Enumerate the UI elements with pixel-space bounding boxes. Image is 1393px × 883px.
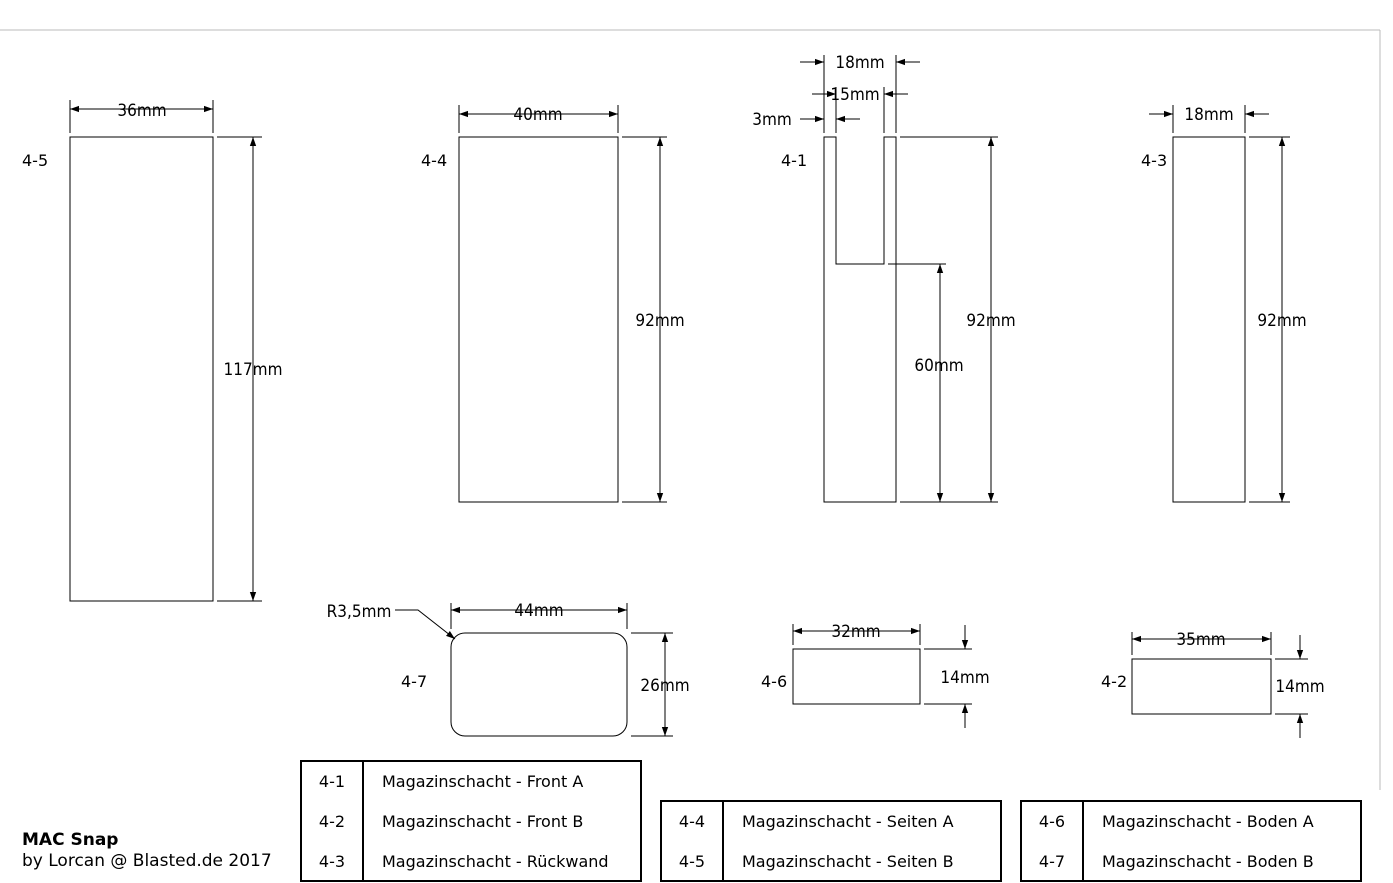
legend-divider xyxy=(722,802,724,880)
legend-id: 4-4 xyxy=(678,812,706,831)
legend-row: 4-7 Magazinschacht - Boden B xyxy=(1022,842,1360,882)
part-label: 4-2 xyxy=(1101,672,1127,691)
dim-label-height: 92mm xyxy=(966,311,1015,331)
dim-label-width: 35mm xyxy=(1176,630,1225,650)
part-4-3 xyxy=(1149,105,1290,503)
legend-id: 4-6 xyxy=(1038,812,1066,831)
part-label: 4-4 xyxy=(421,151,447,170)
part-label: 4-5 xyxy=(22,151,48,170)
legend-table-front: 4-1 Magazinschacht - Front A 4-2 Magazin… xyxy=(300,760,642,882)
legend-name: Magazinschacht - Rückwand xyxy=(382,852,609,871)
dim-label-width: 18mm xyxy=(835,53,884,73)
legend-divider xyxy=(362,762,364,880)
part-4-5 xyxy=(69,100,262,602)
part-4-4 xyxy=(458,105,667,503)
dim-label-width: 32mm xyxy=(831,622,880,642)
legend-id: 4-1 xyxy=(318,772,346,791)
part-4-1 xyxy=(800,55,998,503)
legend-name: Magazinschacht - Boden B xyxy=(1102,852,1314,871)
radius-leader xyxy=(395,609,456,640)
dim-label-offset: 3mm xyxy=(752,110,792,130)
legend-row: 4-4 Magazinschacht - Seiten A xyxy=(662,802,1000,842)
part-label: 4-7 xyxy=(401,672,427,691)
part-4-7 xyxy=(395,603,673,737)
legend-name: Magazinschacht - Boden A xyxy=(1102,812,1314,831)
part-4-6-outline xyxy=(792,648,921,705)
part-4-2 xyxy=(1131,632,1308,738)
dim-label-height: 117mm xyxy=(224,360,283,380)
legend-table-sides: 4-4 Magazinschacht - Seiten A 4-5 Magazi… xyxy=(660,800,1002,882)
legend-id: 4-2 xyxy=(318,812,346,831)
part-4-6 xyxy=(792,624,972,728)
legend-row: 4-2 Magazinschacht - Front B xyxy=(302,802,640,842)
legend-name: Magazinschacht - Front B xyxy=(382,812,584,831)
part-4-2-outline xyxy=(1131,658,1272,715)
part-4-1-outline xyxy=(823,136,897,503)
dim-label-height: 26mm xyxy=(640,676,689,696)
part-4-7-outline xyxy=(450,632,628,737)
dim-label-width: 18mm xyxy=(1184,105,1233,125)
part-label: 4-1 xyxy=(781,151,807,170)
part-label: 4-3 xyxy=(1141,151,1167,170)
legend-row: 4-5 Magazinschacht - Seiten B xyxy=(662,842,1000,882)
dim-label-radius: R3,5mm xyxy=(327,602,392,622)
legend-name: Magazinschacht - Seiten A xyxy=(742,812,954,831)
part-4-4-outline xyxy=(458,136,619,503)
dim-label-height: 14mm xyxy=(1275,677,1324,697)
dim-label-height: 14mm xyxy=(940,668,989,688)
credit-title: MAC Snap xyxy=(22,830,119,850)
part-4-5-outline xyxy=(69,136,214,602)
dim-label-width: 44mm xyxy=(514,601,563,621)
dim-label-slot-depth: 60mm xyxy=(914,356,963,376)
dim-label-width: 36mm xyxy=(117,101,166,121)
legend-name: Magazinschacht - Seiten B xyxy=(742,852,954,871)
legend-table-bottom: 4-6 Magazinschacht - Boden A 4-7 Magazin… xyxy=(1020,800,1362,882)
legend-divider xyxy=(1082,802,1084,880)
legend-id: 4-7 xyxy=(1038,852,1066,871)
legend-row: 4-1 Magazinschacht - Front A xyxy=(302,762,640,802)
dim-label-slot: 15mm xyxy=(830,85,879,105)
legend-id: 4-5 xyxy=(678,852,706,871)
legend-id: 4-3 xyxy=(318,852,346,871)
part-4-3-outline xyxy=(1172,136,1246,503)
legend-name: Magazinschacht - Front A xyxy=(382,772,584,791)
credit-byline: by Lorcan @ Blasted.de 2017 xyxy=(22,851,272,871)
legend-row: 4-3 Magazinschacht - Rückwand xyxy=(302,842,640,882)
legend-row: 4-6 Magazinschacht - Boden A xyxy=(1022,802,1360,842)
part-label: 4-6 xyxy=(761,672,787,691)
dim-label-height: 92mm xyxy=(1257,311,1306,331)
dim-label-height: 92mm xyxy=(635,311,684,331)
dim-label-width: 40mm xyxy=(513,105,562,125)
